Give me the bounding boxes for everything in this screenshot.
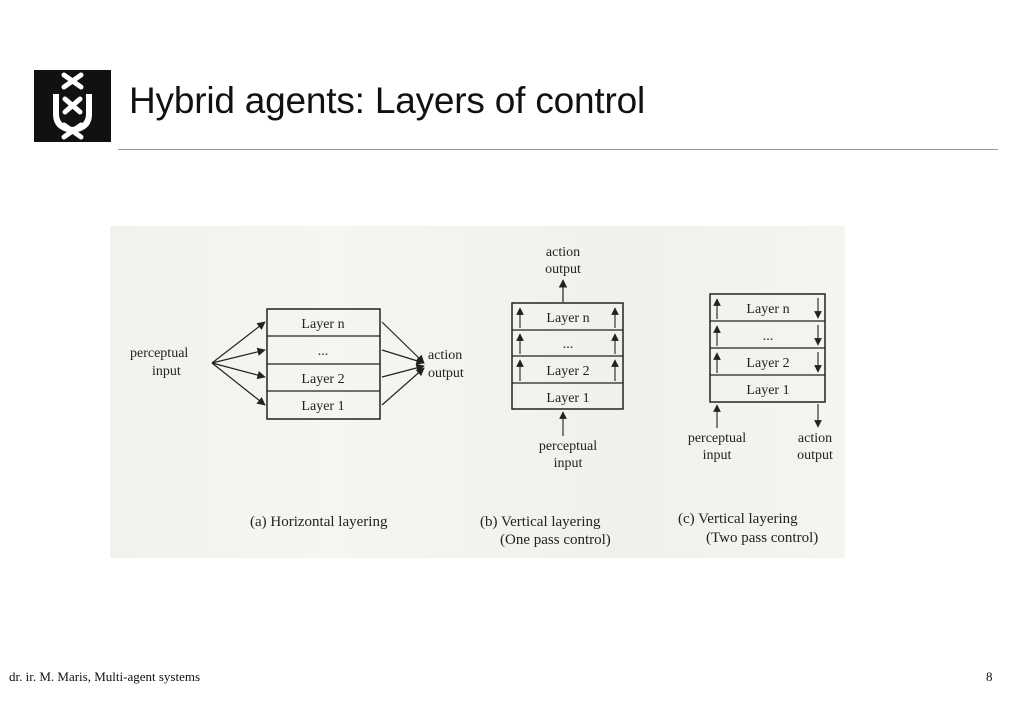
c-layer-n: Layer n: [746, 302, 789, 317]
b-bottom-label-1: perceptual: [539, 439, 597, 454]
h-caption: (a) Horizontal layering: [250, 514, 388, 530]
horizontal-layering: Layer n ... Layer 2 Layer 1 perceptual i…: [130, 308, 464, 530]
h-input-label-1: perceptual: [130, 346, 188, 361]
c-output-label-1: action: [798, 431, 832, 446]
c-layer-2: Layer 2: [746, 356, 789, 371]
vertical-two-pass: Layer n ... Layer 2 Layer 1 perceptual i…: [678, 293, 833, 546]
c-caption-2: (Two pass control): [706, 530, 818, 546]
b-caption-1: (b) Vertical layering: [480, 514, 601, 530]
h-input-label-2: input: [152, 364, 181, 379]
c-input-label-2: input: [703, 448, 732, 463]
h-layer-n: Layer n: [301, 317, 344, 332]
title-divider: [118, 149, 998, 150]
b-layer-2: Layer 2: [546, 364, 589, 379]
b-layer-n: Layer n: [546, 311, 589, 326]
vertical-one-pass: action output Layer n ... Layer 2 Layer …: [480, 245, 624, 548]
c-layer-1: Layer 1: [746, 383, 789, 398]
h-output-label-2: output: [428, 366, 464, 381]
footer-author: dr. ir. M. Maris, Multi-agent systems: [9, 669, 201, 684]
h-layer-dots: ...: [318, 344, 329, 359]
b-caption-2: (One pass control): [500, 532, 611, 548]
c-layer-dots: ...: [763, 329, 774, 344]
b-top-label-1: action: [546, 245, 580, 260]
h-output-label-1: action: [428, 348, 462, 363]
b-layer-dots: ...: [563, 337, 574, 352]
c-caption-1: (c) Vertical layering: [678, 511, 798, 527]
layering-diagram: Layer n ... Layer 2 Layer 1 perceptual i…: [130, 245, 833, 548]
h-layer-1: Layer 1: [301, 399, 344, 414]
uva-logo-icon: [34, 70, 111, 142]
page-number: 8: [986, 669, 993, 684]
b-top-label-2: output: [545, 262, 581, 277]
b-layer-1: Layer 1: [546, 391, 589, 406]
c-input-label-1: perceptual: [688, 431, 746, 446]
b-bottom-label-2: input: [554, 456, 583, 471]
c-output-label-2: output: [797, 448, 833, 463]
scanned-figure: Layer n ... Layer 2 Layer 1 perceptual i…: [110, 226, 845, 558]
h-layer-2: Layer 2: [301, 372, 344, 387]
slide-title: Hybrid agents: Layers of control: [129, 80, 645, 121]
